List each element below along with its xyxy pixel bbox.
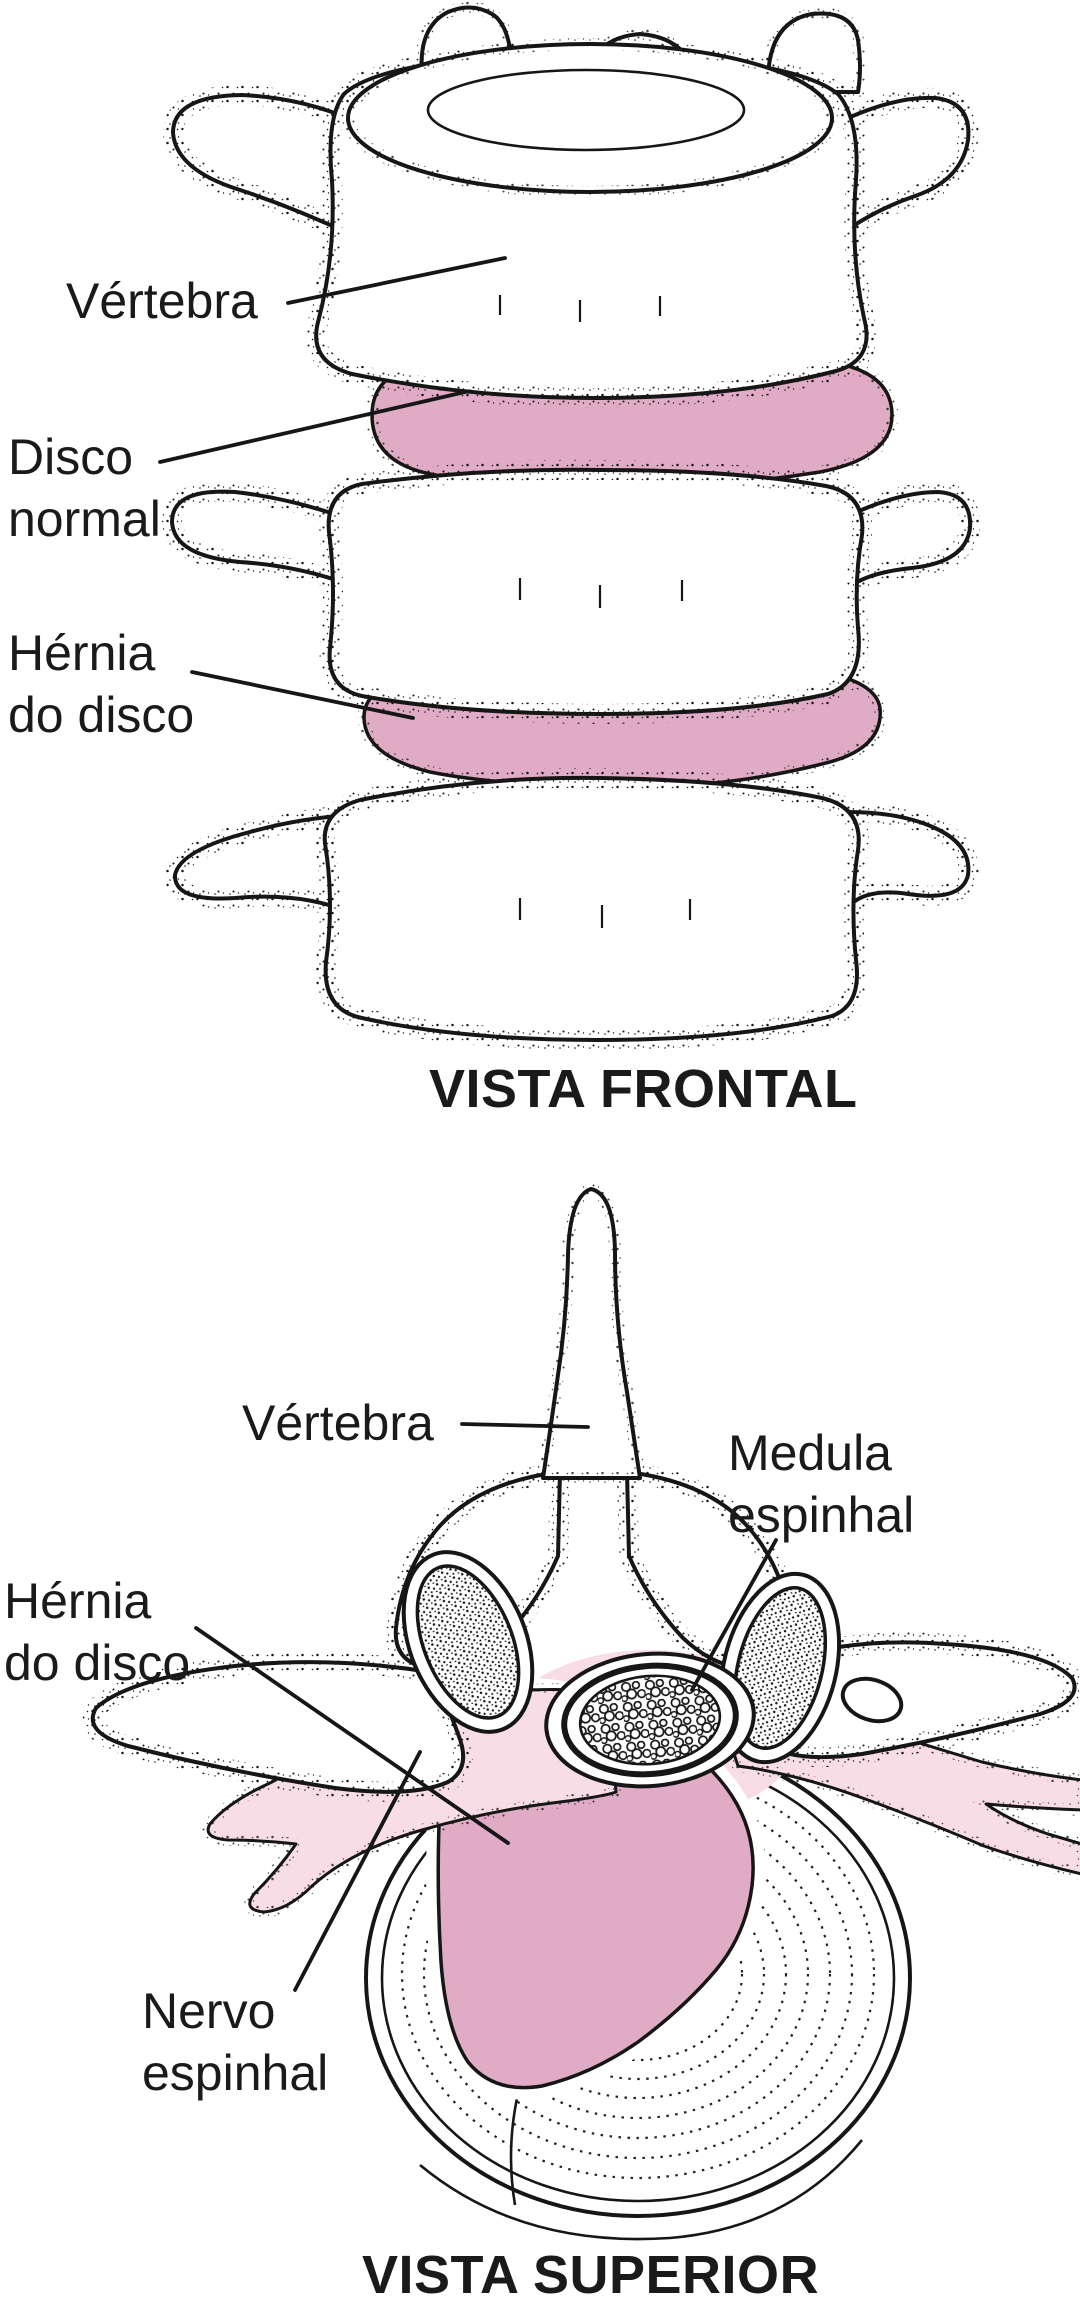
leader-lines-frontal — [158, 256, 507, 720]
label-spinal-cord: Medula espinhal — [728, 1425, 915, 1543]
superior-view-illustration — [93, 1189, 1080, 2241]
spinal-cord — [544, 1651, 756, 1789]
vertebra-1-body — [316, 44, 866, 398]
leader-lines-superior — [194, 1422, 778, 1992]
label-vertebra-superior: Vértebra — [242, 1395, 434, 1451]
label-herniated-disc-frontal: Hérnia do disco — [8, 625, 195, 743]
vertebra-3 — [175, 778, 968, 1040]
label-normal-disc: Disco normal — [8, 429, 161, 547]
label-herniated-disc-superior: Hérnia do disco — [4, 1573, 191, 1691]
frontal-view-title: VISTA FRONTAL — [429, 1059, 858, 1119]
label-vertebra-frontal: Vértebra — [66, 273, 258, 329]
superior-view-title: VISTA SUPERIOR — [362, 2245, 820, 2305]
frontal-view-illustration — [158, 7, 970, 1040]
vertebra-2 — [172, 470, 970, 714]
label-spinal-nerve: Nervo espinhal — [142, 1983, 329, 2101]
